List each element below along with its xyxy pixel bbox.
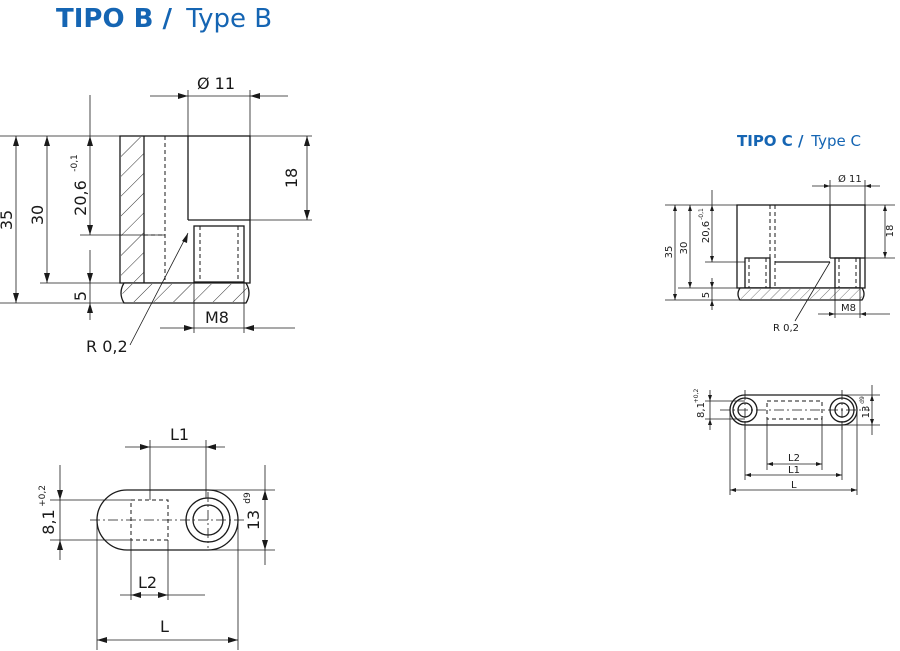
type-c-dim-8-1: 8,1: [696, 402, 707, 418]
type-b-dim-18: 18: [282, 168, 301, 188]
type-c-dim-30: 30: [679, 242, 690, 255]
type-b-dim-5: 5: [71, 291, 90, 301]
type-b-dim-13-tol: d9: [243, 492, 253, 504]
type-b-dim-dia: Ø 11: [197, 74, 235, 93]
type-c-dim-l2: L2: [788, 453, 800, 464]
type-b-title-bold: TIPO B /: [56, 4, 172, 34]
type-b-radius: R 0,2: [86, 337, 128, 356]
type-c-dim-13-tol: d9: [859, 396, 866, 404]
type-c-title-light: Type C: [810, 132, 861, 150]
type-b-dim-l2: L2: [138, 573, 157, 592]
type-c-top-view: [705, 385, 880, 495]
type-b-side-view: [0, 90, 312, 346]
type-c-radius: R 0,2: [773, 323, 799, 334]
type-c-dim-m8: M8: [841, 303, 856, 314]
type-b-dim-l: L: [160, 617, 169, 636]
type-c-top-labels: L2 L1 L 8,1 +0,2 13 d9: [693, 389, 872, 491]
type-b-dim-13: 13: [244, 510, 263, 530]
type-c-dim-dia: Ø 11: [838, 173, 862, 185]
type-b-dim-20-6-tol: -0,1: [70, 154, 80, 172]
type-b-dim-8-1: 8,1: [39, 509, 58, 534]
type-c-side-labels: Ø 11 35 30 20,6 -0,1 5 18 M8 R 0,2: [664, 173, 896, 334]
type-c-dim-13: 13: [861, 406, 872, 419]
type-b-dim-30: 30: [28, 205, 47, 225]
type-b-top-labels: L1 L2 L 8,1 +0,2 13 d9: [38, 425, 263, 636]
type-c-dim-8-1-tol: +0,2: [693, 389, 700, 404]
type-b-side-labels: Ø 11 35 30 20,6 -0,1 5 18 M8 R 0,2: [0, 74, 301, 356]
type-b-dim-20-6: 20,6: [71, 180, 90, 216]
type-c-dim-l1: L1: [788, 465, 800, 476]
type-b-dim-l1: L1: [170, 425, 189, 444]
type-b-dim-35: 35: [0, 210, 16, 230]
type-c-dim-20-6: 20,6: [701, 221, 712, 243]
type-c-title: TIPO C / Type C: [737, 132, 861, 150]
type-c-dim-20-6-tol: -0,1: [698, 208, 705, 220]
type-b-dim-m8: M8: [205, 308, 229, 327]
type-c-dim-18: 18: [885, 225, 896, 238]
type-b-dim-8-1-tol: +0,2: [38, 485, 48, 507]
type-c-title-bold: TIPO C /: [737, 132, 804, 150]
type-b-title: TIPO B / Type B: [56, 4, 272, 34]
type-b-top-view: [50, 440, 275, 650]
type-c-dim-35: 35: [664, 246, 675, 259]
type-c-dim-l: L: [791, 480, 797, 491]
type-b-title-light: Type B: [185, 4, 272, 34]
type-c-side-view: [665, 180, 895, 322]
type-c-dim-5: 5: [701, 292, 712, 298]
